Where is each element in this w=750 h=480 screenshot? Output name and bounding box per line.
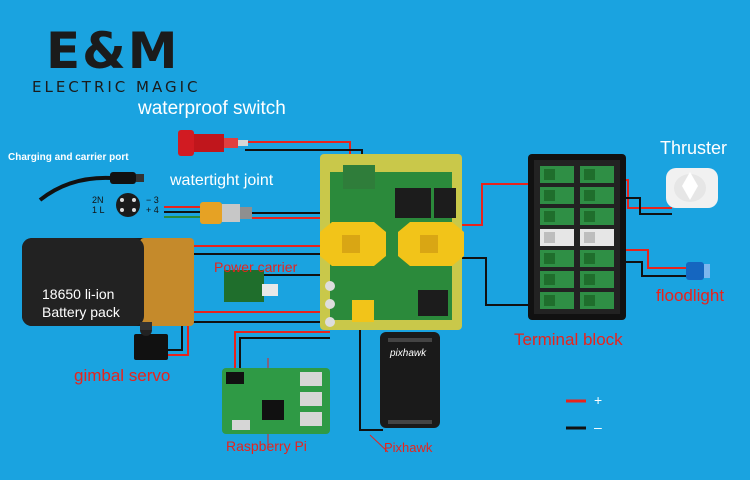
- waterproof-switch: [178, 130, 248, 156]
- thruster: [666, 168, 718, 208]
- charging-cable: [38, 175, 113, 202]
- terminal-screw: [544, 253, 555, 264]
- label-power-carrier: Power carrier: [214, 259, 298, 275]
- battery-pack: [22, 238, 194, 326]
- legend-negative-symbol: –: [594, 419, 602, 435]
- wire-floodlight-red: [615, 249, 690, 269]
- label-terminal-block: Terminal block: [514, 330, 623, 349]
- pin-label-2n: 2N: [92, 195, 104, 205]
- terminal-screw: [544, 169, 555, 180]
- terminal-block: [528, 154, 626, 320]
- terminal-screw: [544, 295, 555, 306]
- label-gimbal-servo: gimbal servo: [74, 366, 171, 385]
- wire-pixhawk: [359, 328, 383, 431]
- label-battery-line2: Battery pack: [42, 304, 120, 320]
- power-board: [320, 154, 464, 330]
- terminal-screw: [544, 232, 555, 243]
- pixhawk-board-text: pixhawk: [390, 348, 427, 359]
- brand-subtitle: ELECTRIC MAGIC: [32, 78, 201, 96]
- wire-pi-black: [239, 337, 330, 372]
- pin-label-4: + 4: [146, 205, 159, 215]
- terminal-screw: [584, 295, 595, 306]
- charging-port-connector: [116, 193, 140, 217]
- terminal-screw: [584, 232, 595, 243]
- pin-label-1l: 1 L: [92, 205, 105, 215]
- label-thruster: Thruster: [660, 138, 728, 158]
- label-raspberry-pi: Raspberry Pi: [226, 438, 307, 454]
- floodlight: [686, 262, 710, 280]
- wire-board-terminal-black: [448, 257, 535, 306]
- pointer-pixhawk: [369, 434, 389, 453]
- pixhawk-board: [380, 332, 440, 428]
- terminal-screw: [584, 190, 595, 201]
- wire-thruster-black: [615, 197, 672, 215]
- charging-port-plug: [110, 172, 144, 184]
- legend-positive-symbol: +: [594, 392, 603, 408]
- terminal-screw: [584, 169, 595, 180]
- wire-servo-red: [168, 311, 330, 356]
- terminal-screw: [544, 190, 555, 201]
- terminal-screw: [544, 211, 555, 222]
- legend: [566, 399, 586, 430]
- wire-floodlight-black: [615, 261, 690, 277]
- label-waterproof-switch: waterproof switch: [138, 98, 286, 119]
- brand-logo: E&M: [46, 22, 180, 80]
- pin-label-3: − 3: [146, 195, 159, 205]
- raspberry-pi-board: [222, 368, 330, 434]
- wire-servo-black: [168, 321, 330, 351]
- watertight-joint: [164, 202, 252, 224]
- label-charging-port: Charging and carrier port: [8, 152, 129, 163]
- label-watertight-joint: watertight joint: [170, 172, 274, 189]
- label-battery-line1: 18650 li-ion: [42, 286, 115, 302]
- terminal-screw: [584, 253, 595, 264]
- terminal-screw: [544, 274, 555, 285]
- power-carrier-module: [224, 270, 278, 302]
- terminal-screw: [584, 274, 595, 285]
- label-floodlight: floodlight: [656, 286, 725, 305]
- label-pixhawk: Pixhawk: [384, 440, 433, 455]
- gimbal-servo: [134, 322, 168, 360]
- wire-pi-red: [234, 331, 330, 372]
- terminal-screw: [584, 211, 595, 222]
